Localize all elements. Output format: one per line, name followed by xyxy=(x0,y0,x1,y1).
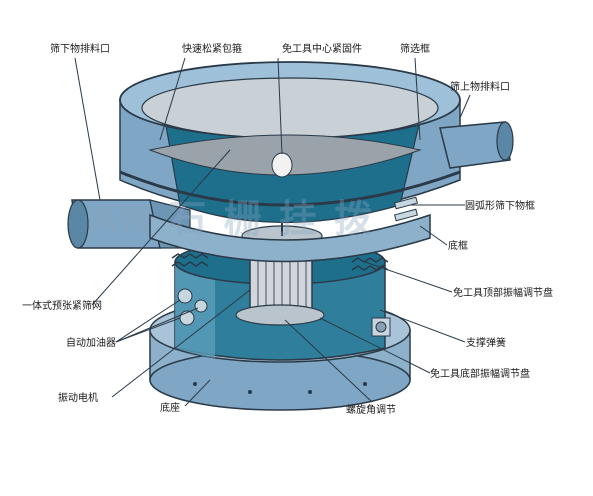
oiler-3 xyxy=(194,299,208,313)
label-auto-oiler: 自动加油器 xyxy=(66,336,116,349)
leader-lines xyxy=(74,57,471,407)
label-tension-mesh: 一体式预张紧筛网 xyxy=(22,299,102,312)
label-bottom-outlet: 筛下物排料口 xyxy=(50,42,110,55)
label-vibration-motor: 振动电机 xyxy=(58,391,98,404)
label-support-spring: 支撑弹簧 xyxy=(466,336,506,349)
watermark: AN 石 栅 挂 拨 xyxy=(88,197,374,241)
label-screen-frame: 筛选框 xyxy=(400,42,430,55)
label-center-fastener: 免工具中心紧固件 xyxy=(282,42,362,55)
top-outlet xyxy=(439,121,511,169)
label-base: 底座 xyxy=(160,401,180,414)
support-springs xyxy=(171,253,389,271)
label-bottom-amplitude-plate: 免工具底部振幅调节盘 xyxy=(430,367,530,380)
label-spiral-angle: 螺旋角调节 xyxy=(346,403,396,416)
label-quick-clamp: 快速松紧包箍 xyxy=(182,42,242,55)
oiler-1 xyxy=(177,288,193,304)
center-fastener xyxy=(271,152,293,178)
bottom-amplitude-plate xyxy=(235,304,325,326)
label-top-amplitude-plate: 免工具顶部振幅调节盘 xyxy=(453,286,553,299)
base-frame xyxy=(149,213,431,263)
label-top-outlet: 筛上物排料口 xyxy=(450,80,510,93)
screen-frame xyxy=(119,61,461,224)
label-arc-under-frame: 圆弧形筛下物框 xyxy=(465,199,535,212)
label-base-frame: 底框 xyxy=(448,239,468,252)
